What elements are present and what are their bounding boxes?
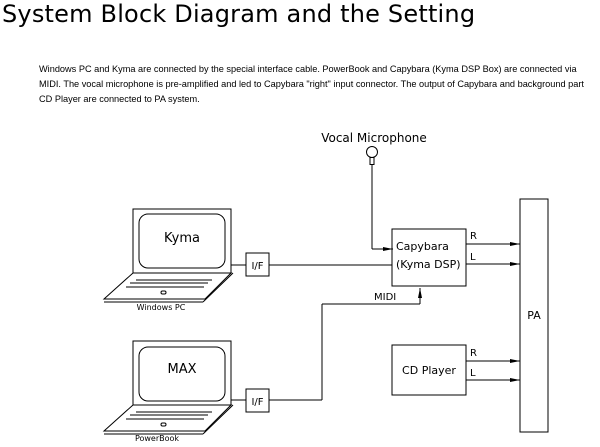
- pa-box: [519, 198, 549, 433]
- midi-label: MIDI: [374, 292, 396, 303]
- windows-pc-caption: Windows PC: [137, 303, 186, 312]
- microphone-label: Vocal Microphone: [321, 131, 427, 145]
- capybara-label-line2: (Kyma DSP): [396, 258, 461, 271]
- powerbook-laptop-icon: [102, 340, 234, 435]
- cd-player-label: CD Player: [402, 364, 456, 377]
- powerbook-caption: PowerBook: [135, 434, 179, 443]
- microphone-icon: [366, 146, 393, 251]
- max-screen-label: MAX: [167, 362, 196, 377]
- cd-r-label: R: [470, 348, 477, 359]
- interface-bottom-label: I/F: [251, 397, 263, 408]
- pa-label: PA: [527, 309, 541, 322]
- description-paragraph: Windows PC and Kyma are connected by the…: [39, 64, 584, 104]
- capybara-box: [391, 228, 467, 287]
- windows-pc-laptop-icon: [102, 208, 234, 303]
- capybara-r-label: R: [470, 231, 477, 242]
- capybara-label-line1: Capybara: [396, 240, 449, 253]
- cd-player-box: [391, 344, 467, 396]
- kyma-screen-label: Kyma: [164, 231, 200, 246]
- page-title: System Block Diagram and the Setting: [2, 0, 476, 28]
- cd-l-label: L: [470, 368, 476, 379]
- capybara-l-label: L: [470, 252, 476, 263]
- interface-top-label: I/F: [251, 261, 263, 272]
